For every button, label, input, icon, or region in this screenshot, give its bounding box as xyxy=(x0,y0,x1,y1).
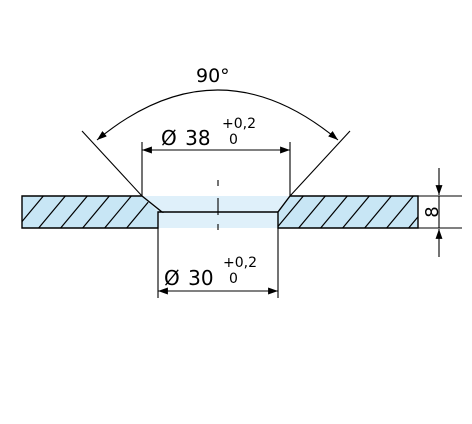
outer-diameter-symbol: Ø xyxy=(161,126,177,150)
angle-label: 90° xyxy=(196,65,230,87)
hatch-right xyxy=(278,196,418,228)
inner-tol-lower: 0 xyxy=(229,271,238,287)
inner-tol-upper: +0,2 xyxy=(223,255,257,271)
svg-text:Ø 38: Ø 38 xyxy=(161,126,211,150)
outer-diameter-dimension: Ø 38 +0,2 0 xyxy=(141,116,291,196)
angle-dimension: 90° xyxy=(96,65,339,141)
inner-diameter-dimension: Ø 30 +0,2 0 xyxy=(157,228,279,298)
outer-tol-upper: +0,2 xyxy=(222,116,256,132)
cone-lines xyxy=(81,130,351,197)
outer-diameter-value: 38 xyxy=(185,126,210,150)
svg-text:Ø 30: Ø 30 xyxy=(164,266,214,290)
outer-tol-lower: 0 xyxy=(229,132,238,148)
thickness-dimension: 8 xyxy=(418,168,462,257)
thickness-label: 8 xyxy=(422,206,443,217)
inner-diameter-symbol: Ø xyxy=(164,266,180,290)
hatch-left xyxy=(22,196,155,228)
inner-diameter-value: 30 xyxy=(188,266,213,290)
